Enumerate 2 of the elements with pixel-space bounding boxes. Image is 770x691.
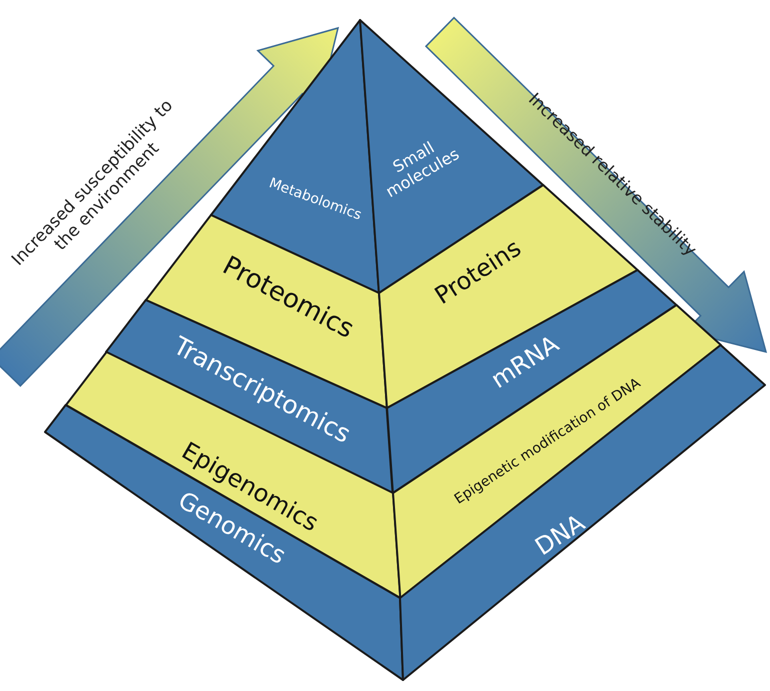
pyramid-band [392,305,721,598]
band-label: DNA [530,510,590,560]
